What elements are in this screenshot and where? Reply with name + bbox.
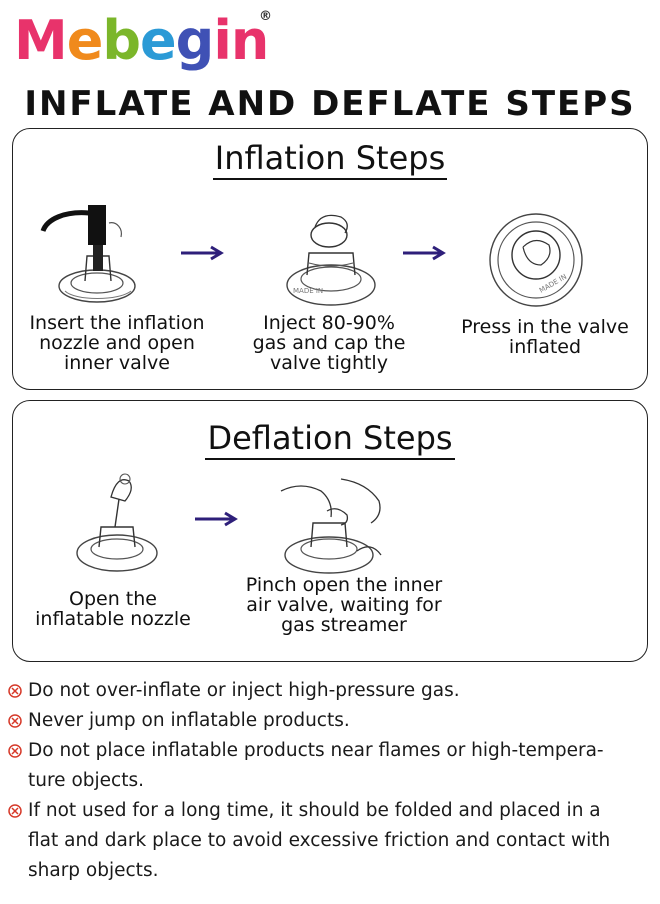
deflation-heading: Deflation Steps (13, 419, 647, 460)
inflation-heading-text: Inflation Steps (212, 139, 448, 180)
brand-logo: Mebegin ® (14, 6, 272, 76)
valve-cap-icon: MADE IN (286, 214, 376, 306)
valve-pressed-icon: MADE IN (489, 213, 583, 307)
caption-line: air valve, waiting for (246, 594, 442, 616)
open-nozzle-icon (76, 473, 158, 572)
caption-line: Inject 80-90% (263, 312, 395, 334)
logo-letter: M (14, 9, 68, 72)
warning-text: Never jump on inflatable products. (28, 710, 350, 731)
caption-line: Insert the inflation (29, 312, 205, 334)
prohibited-icon (8, 804, 22, 818)
warning-item: Do not over-inflate or inject high-press… (8, 676, 654, 706)
logo-letter: e (66, 9, 104, 72)
arrow-right-icon (195, 511, 238, 527)
svg-text:MADE IN: MADE IN (293, 287, 323, 295)
svg-text:MADE IN: MADE IN (538, 273, 568, 295)
caption-line: valve tightly (270, 352, 388, 374)
warning-item: If not used for a long time, it should b… (8, 796, 654, 886)
logo-letter: g (175, 9, 215, 72)
inflation-step-3-caption: Press in the valve inflated (445, 317, 645, 357)
deflation-heading-text: Deflation Steps (205, 419, 455, 460)
arrow-right-icon (403, 245, 446, 261)
caption-line: Pinch open the inner (245, 574, 443, 596)
warning-item: Never jump on inflatable products. (8, 706, 654, 736)
warning-text: flat and dark place to avoid excessive f… (28, 830, 611, 851)
caption-line: gas streamer (281, 614, 407, 636)
warning-text: ture objects. (28, 770, 144, 791)
warning-text: If not used for a long time, it should b… (28, 800, 601, 821)
warning-text: sharp objects. (28, 860, 159, 881)
warning-text: Do not over-inflate or inject high-press… (28, 680, 460, 701)
deflation-panel: Deflation Steps Open the inflatable nozz… (12, 400, 648, 662)
caption-line: inflatable nozzle (35, 608, 191, 630)
inflation-heading: Inflation Steps (13, 139, 647, 180)
nozzle-insert-icon (40, 205, 136, 303)
caption-line: gas and cap the (252, 332, 406, 354)
caption-line: inner valve (63, 352, 170, 374)
warning-text: Do not place inflatable products near fl… (28, 740, 604, 761)
inflation-panel: Inflation Steps MADE IN MADE IN (12, 128, 648, 390)
warnings-list: Do not over-inflate or inject high-press… (8, 676, 654, 886)
page-title: INFLATE AND DEFLATE STEPS (24, 84, 636, 124)
logo-letter: e (140, 9, 177, 72)
warning-item: Do not place inflatable products near fl… (8, 736, 654, 796)
logo-letter: n (230, 9, 269, 72)
caption-line: Press in the valve (461, 316, 629, 338)
prohibited-icon (8, 744, 22, 758)
logo-letter: b (102, 9, 141, 72)
prohibited-icon (8, 714, 22, 728)
inflation-step-2-caption: Inject 80-90% gas and cap the valve tigh… (229, 313, 429, 373)
pinch-valve-icon (280, 478, 382, 574)
caption-line: inflated (508, 336, 582, 358)
caption-line: Open the (69, 588, 157, 610)
caption-line: nozzle and open (39, 332, 195, 354)
inflation-step-1-caption: Insert the inflation nozzle and open inn… (17, 313, 217, 373)
prohibited-icon (8, 684, 22, 698)
registered-mark: ® (259, 9, 272, 24)
deflation-step-2-caption: Pinch open the inner air valve, waiting … (219, 575, 469, 635)
logo-letter: i (213, 9, 231, 72)
arrow-right-icon (181, 245, 224, 261)
deflation-step-1-caption: Open the inflatable nozzle (13, 589, 213, 629)
